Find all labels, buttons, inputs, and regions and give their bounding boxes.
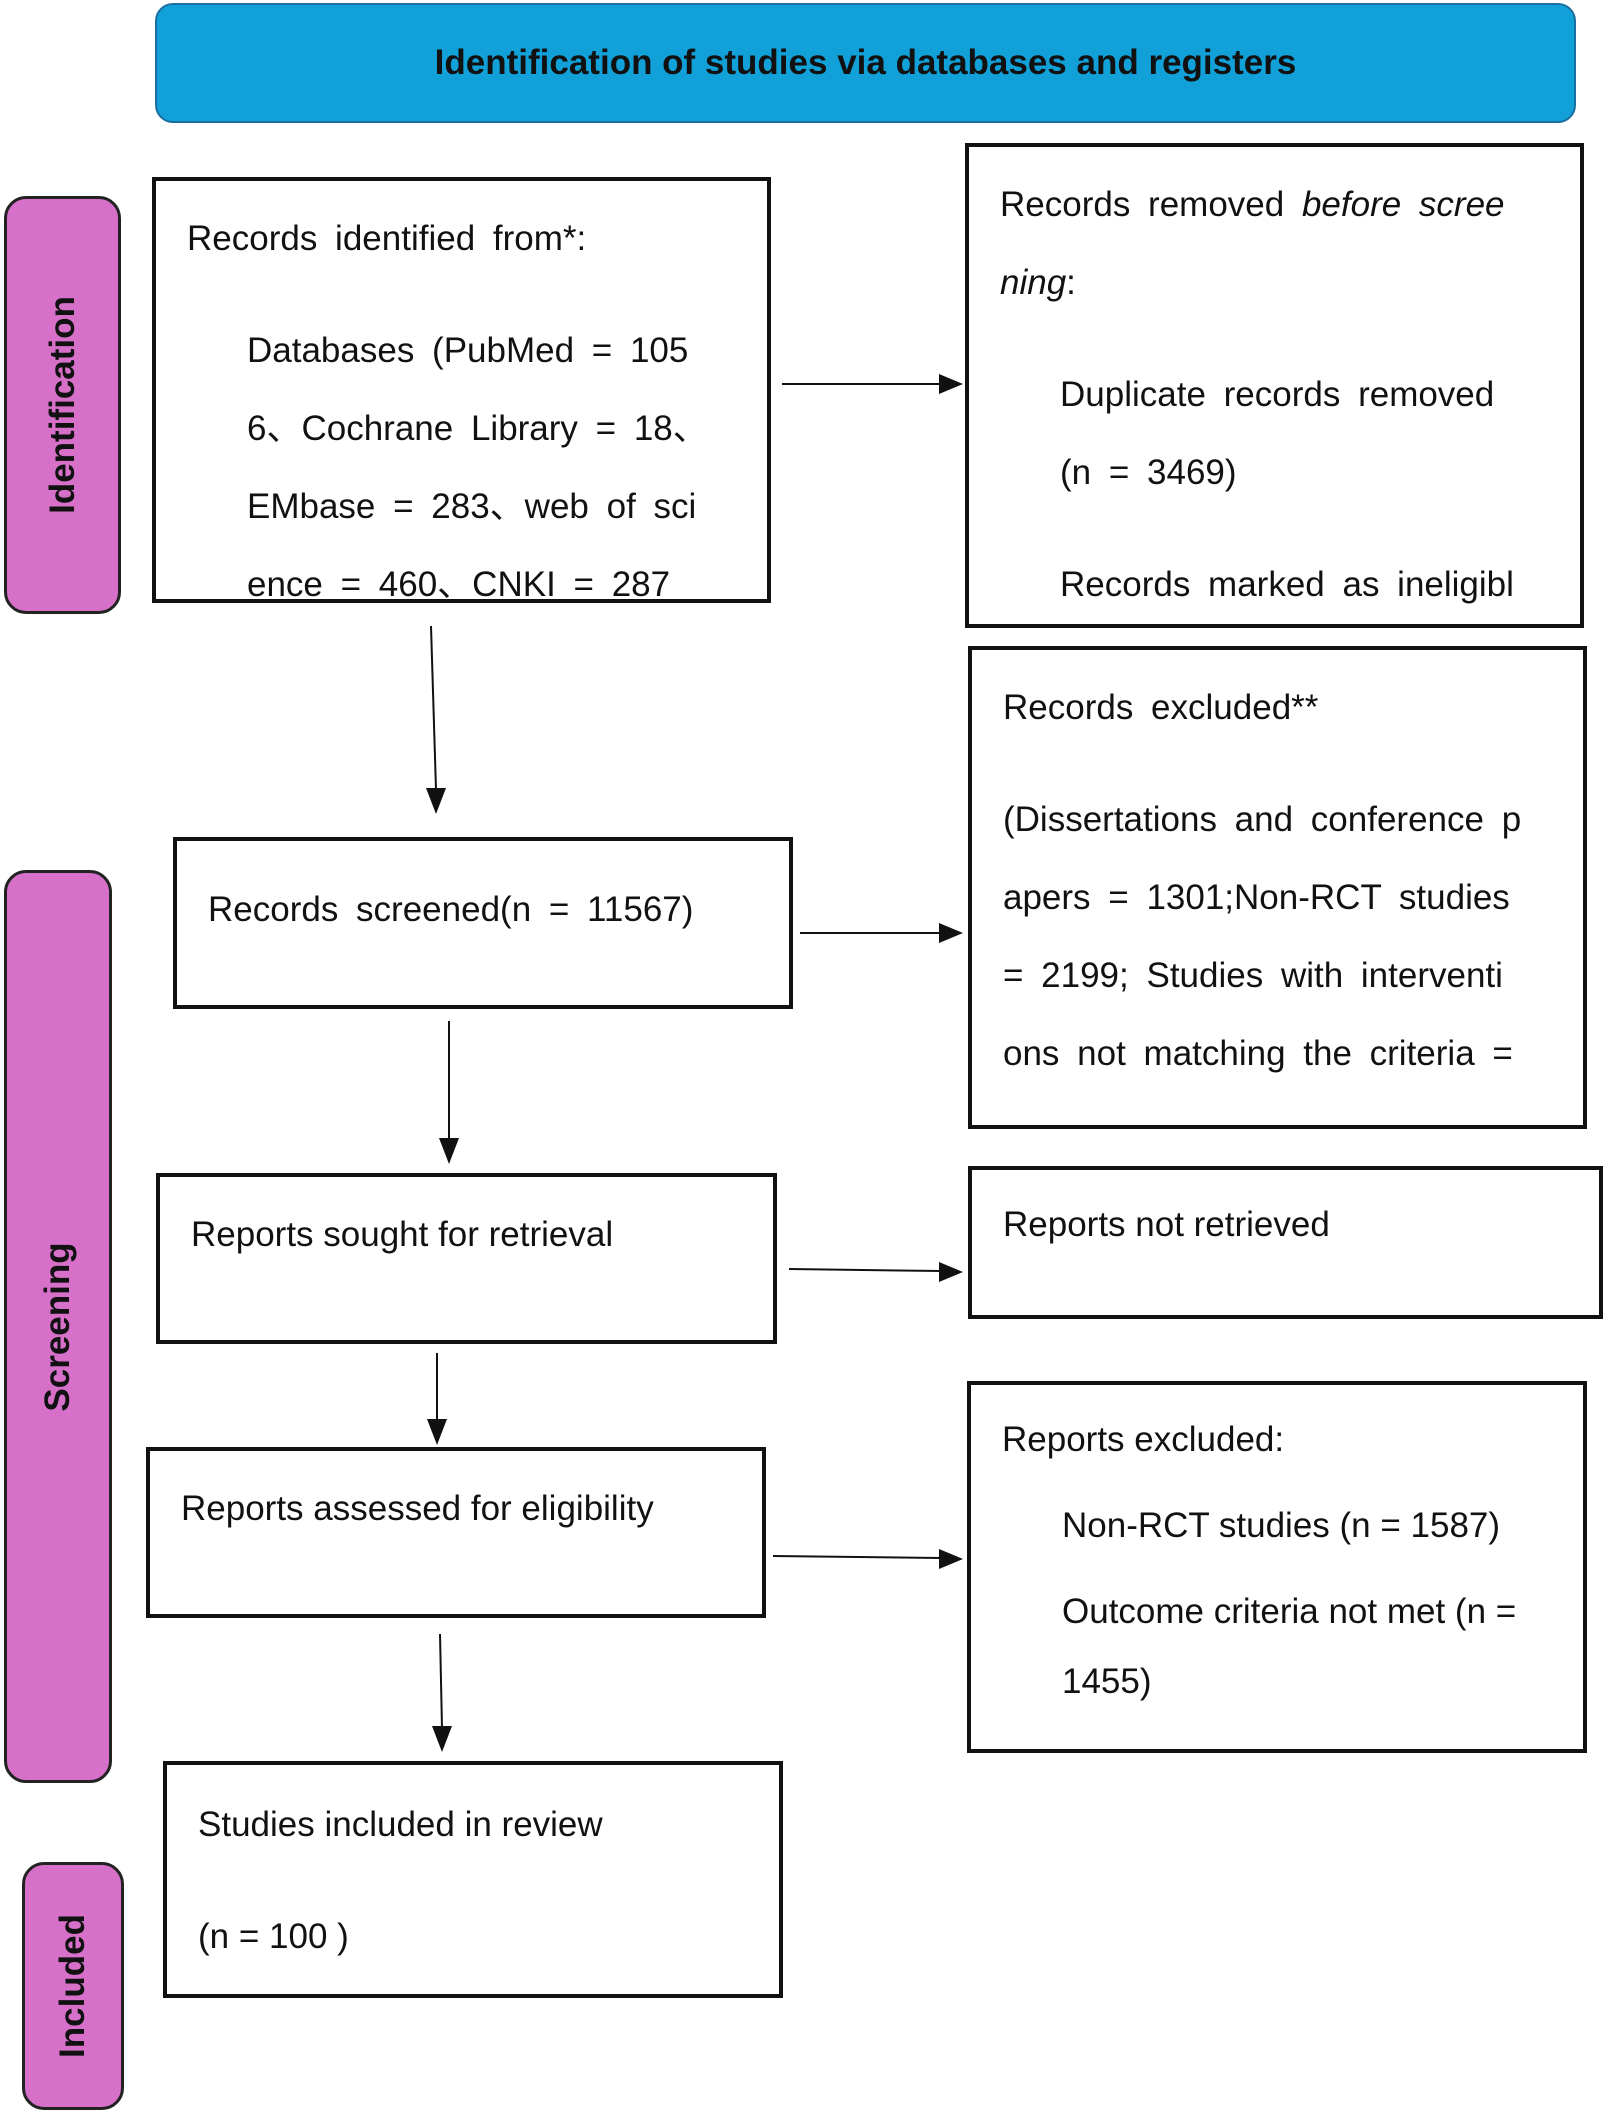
- records-removed-box: Records removed before scree ning: Dupli…: [965, 143, 1584, 628]
- box-line: ence = 460、CNKI = 287: [247, 565, 671, 603]
- arrow-identified-to-screened: [430, 625, 437, 791]
- header-title: Identification of studies via databases …: [434, 43, 1297, 82]
- arrowhead: [939, 1262, 963, 1282]
- arrowhead: [427, 1419, 447, 1445]
- arrowhead: [426, 788, 446, 814]
- box-line: 6、Cochrane Library = 18、: [247, 409, 708, 448]
- records-identified-box: Records identified from*: Databases (Pub…: [152, 177, 771, 603]
- box-line: Outcome criteria not met (n =: [1062, 1592, 1517, 1631]
- box-line: = 2199; Studies with interventi: [1003, 956, 1503, 995]
- box-line: (n = 3469): [1060, 453, 1237, 492]
- arrowhead: [439, 1138, 459, 1164]
- box-line: 1455): [1062, 1662, 1152, 1701]
- header-identification: Identification of studies via databases …: [155, 3, 1576, 123]
- box-title: Reports assessed for eligibility: [181, 1489, 654, 1528]
- box-line: Records marked as ineligibl: [1060, 565, 1514, 604]
- included-count: (n = 100 ): [198, 1917, 349, 1956]
- reports-excluded-box: Reports excluded: Non-RCT studies (n = 1…: [967, 1381, 1587, 1753]
- box-title: Studies included in review: [198, 1805, 603, 1844]
- box-title: Records screened(n = 11567): [208, 890, 694, 929]
- arrowhead: [432, 1726, 452, 1752]
- box-title: Records excluded**: [1003, 688, 1319, 727]
- arrowhead: [939, 923, 963, 943]
- box-line: Duplicate records removed: [1060, 375, 1495, 414]
- box-line: Databases (PubMed = 105: [247, 331, 689, 370]
- stage-included: Included: [22, 1862, 124, 2110]
- box-title: Reports not retrieved: [1003, 1205, 1330, 1244]
- stage-identification: Identification: [4, 196, 121, 614]
- box-title: Records identified from*:: [187, 219, 587, 258]
- box-line: (Dissertations and conference p: [1003, 800, 1522, 839]
- reports-assessed-box: Reports assessed for eligibility: [146, 1447, 766, 1618]
- reports-sought-box: Reports sought for retrieval: [156, 1173, 777, 1344]
- box-line: Non-RCT studies (n = 1587): [1062, 1506, 1501, 1545]
- records-excluded-box: Records excluded** (Dissertations and co…: [968, 646, 1587, 1129]
- box-line: apers = 1301;Non-RCT studies: [1003, 878, 1510, 917]
- box-line: ons not matching the criteria =: [1003, 1034, 1513, 1073]
- box-title-cont: ning:: [1000, 263, 1076, 302]
- records-screened-box: Records screened(n = 11567): [173, 837, 793, 1009]
- box-title: Reports excluded:: [1002, 1420, 1285, 1459]
- reports-not-retrieved-box: Reports not retrieved: [968, 1166, 1603, 1319]
- arrow-assessed-to-excluded: [772, 1555, 942, 1559]
- box-line: EMbase = 283、web of sci: [247, 487, 697, 526]
- stage-screening: Screening: [4, 870, 112, 1783]
- studies-included-box: Studies included in review (n = 100 ): [163, 1761, 783, 1998]
- arrow-assessed-to-included: [439, 1633, 443, 1729]
- arrowhead: [939, 374, 963, 394]
- box-title: Reports sought for retrieval: [191, 1215, 614, 1254]
- box-title: Records removed before scree: [1000, 185, 1505, 224]
- arrow-sought-to-not-retrieved: [788, 1268, 942, 1272]
- arrowhead: [939, 1549, 963, 1569]
